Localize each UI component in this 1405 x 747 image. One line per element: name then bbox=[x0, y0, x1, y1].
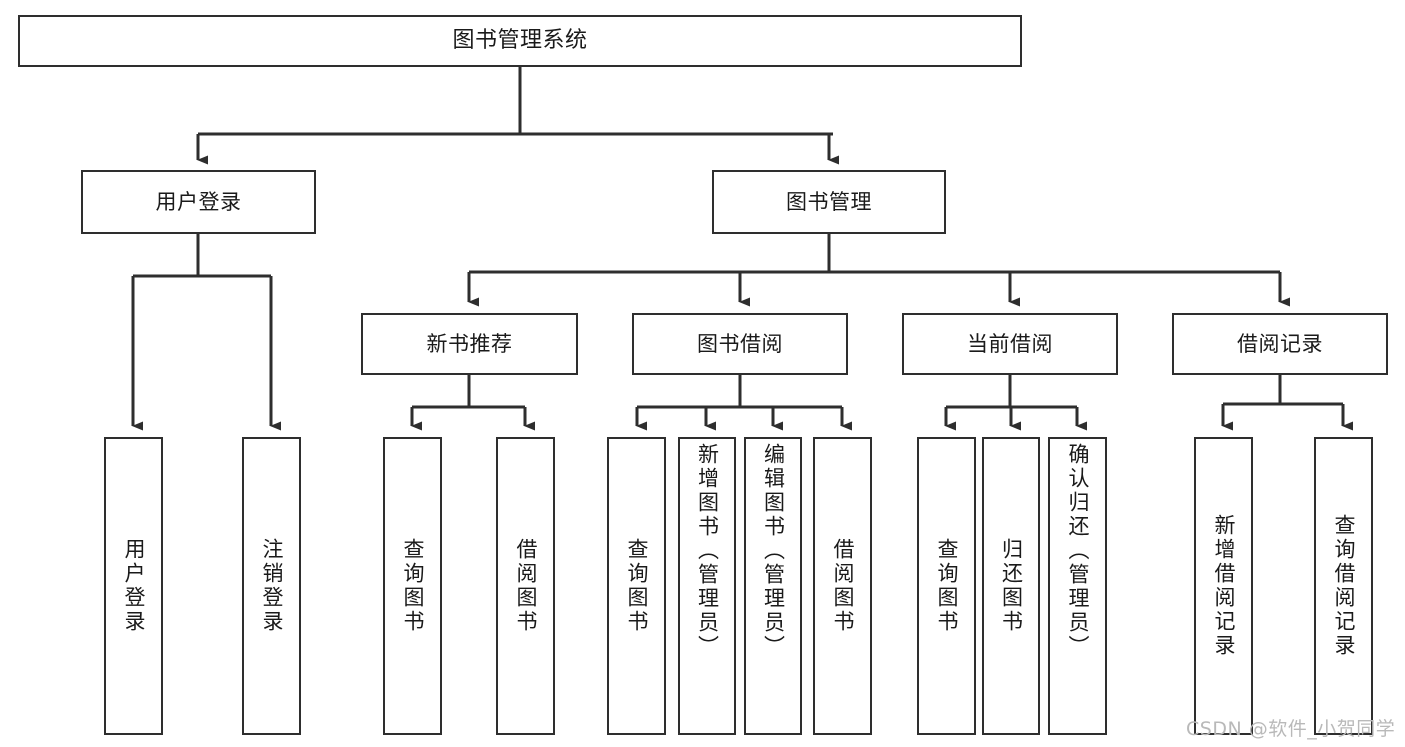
leaf-borrow-record-query[interactable]: 查询借阅记录 bbox=[1314, 437, 1373, 735]
leaf-book-borrow-add-label: 新增图书（管理员） bbox=[695, 443, 720, 659]
node-root[interactable]: 图书管理系统 bbox=[18, 15, 1022, 67]
leaf-book-borrow-borrow-label: 借阅图书 bbox=[831, 538, 855, 634]
node-user-login[interactable]: 用户登录 bbox=[81, 170, 316, 234]
node-current-borrow-label: 当前借阅 bbox=[967, 331, 1053, 356]
leaf-book-borrow-borrow[interactable]: 借阅图书 bbox=[813, 437, 872, 735]
leaf-current-borrow-query[interactable]: 查询图书 bbox=[917, 437, 976, 735]
node-new-book-recommend-label: 新书推荐 bbox=[426, 331, 513, 356]
leaf-current-borrow-confirm-return[interactable]: 确认归还（管理员） bbox=[1048, 437, 1107, 735]
node-new-book-recommend[interactable]: 新书推荐 bbox=[361, 313, 578, 375]
watermark-text: CSDN @软件_小贺同学 bbox=[1186, 718, 1396, 740]
leaf-user-login-login-label: 用户登录 bbox=[122, 538, 146, 634]
node-book-management[interactable]: 图书管理 bbox=[712, 170, 946, 234]
leaf-book-borrow-add[interactable]: 新增图书（管理员） bbox=[678, 437, 736, 735]
leaf-current-borrow-return[interactable]: 归还图书 bbox=[982, 437, 1040, 735]
leaf-borrow-record-query-label: 查询借阅记录 bbox=[1332, 514, 1356, 658]
leaf-new-book-borrow[interactable]: 借阅图书 bbox=[496, 437, 555, 735]
leaf-book-borrow-edit-label: 编辑图书（管理员） bbox=[761, 443, 786, 659]
node-borrow-record[interactable]: 借阅记录 bbox=[1172, 313, 1388, 375]
leaf-book-borrow-edit[interactable]: 编辑图书（管理员） bbox=[744, 437, 802, 735]
leaf-book-borrow-query-label: 查询图书 bbox=[625, 538, 649, 634]
leaf-user-login-logout[interactable]: 注销登录 bbox=[242, 437, 301, 735]
leaf-new-book-query-label: 查询图书 bbox=[401, 538, 425, 634]
leaf-current-borrow-confirm-return-label: 确认归还（管理员） bbox=[1066, 443, 1090, 659]
node-borrow-record-label: 借阅记录 bbox=[1237, 331, 1323, 356]
leaf-book-borrow-query[interactable]: 查询图书 bbox=[607, 437, 666, 735]
leaf-borrow-record-add-label: 新增借阅记录 bbox=[1212, 514, 1236, 658]
node-book-borrow-label: 图书借阅 bbox=[697, 331, 783, 356]
leaf-user-login-logout-label: 注销登录 bbox=[260, 538, 284, 634]
leaf-borrow-record-add[interactable]: 新增借阅记录 bbox=[1194, 437, 1253, 735]
node-book-management-label: 图书管理 bbox=[786, 189, 872, 214]
leaf-new-book-borrow-label: 借阅图书 bbox=[514, 538, 538, 634]
leaf-current-borrow-return-label: 归还图书 bbox=[999, 538, 1024, 634]
node-current-borrow[interactable]: 当前借阅 bbox=[902, 313, 1118, 375]
leaf-current-borrow-query-label: 查询图书 bbox=[935, 538, 959, 634]
leaf-new-book-query[interactable]: 查询图书 bbox=[383, 437, 442, 735]
leaf-user-login-login[interactable]: 用户登录 bbox=[104, 437, 163, 735]
node-root-label: 图书管理系统 bbox=[452, 28, 588, 54]
node-user-login-label: 用户登录 bbox=[155, 189, 242, 214]
node-book-borrow[interactable]: 图书借阅 bbox=[632, 313, 848, 375]
